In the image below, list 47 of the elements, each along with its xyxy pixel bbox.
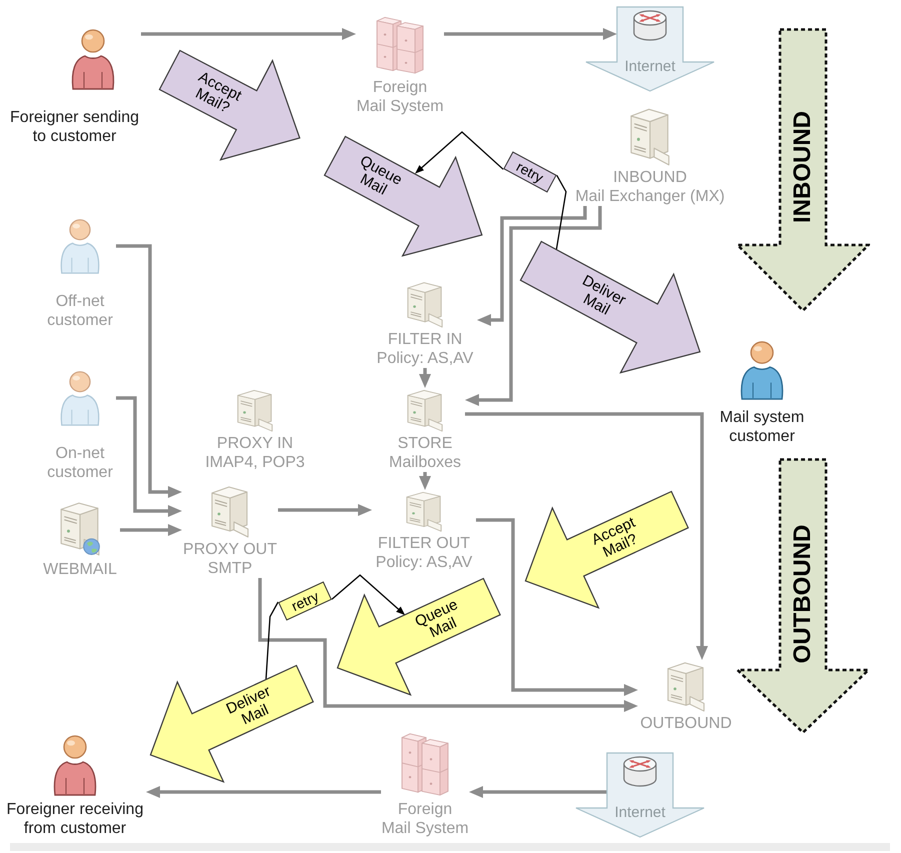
- node-label: Policy: AS,AV: [376, 349, 474, 368]
- node-label: Internet: [624, 58, 676, 76]
- arrow: [146, 786, 381, 798]
- node-label: Foreigner receiving from customer: [6, 800, 144, 838]
- tag-text: retry: [514, 158, 546, 186]
- arrow: [465, 412, 708, 660]
- arrow: [116, 396, 182, 517]
- node-label: On-net customer: [46, 444, 114, 482]
- node-label: OUTBOUND: [640, 714, 732, 733]
- arrow: [116, 244, 182, 498]
- arrow: [465, 206, 602, 406]
- node-label: Internet: [614, 804, 666, 822]
- arrow: [477, 206, 587, 326]
- node-label: Mailboxes: [388, 453, 462, 472]
- node-label: INBOUND: [613, 168, 687, 187]
- node-label: Foreign Mail System: [356, 78, 444, 116]
- node-label: FILTER OUT: [378, 534, 470, 553]
- node-label: WEBMAIL: [43, 560, 117, 579]
- tag-text: retry: [288, 587, 322, 614]
- node-label: PROXY OUT: [183, 540, 277, 559]
- arrow: [469, 786, 607, 798]
- node-label: STORE: [398, 434, 452, 453]
- arrow: [476, 518, 638, 696]
- arrow: [141, 28, 356, 40]
- step-label: Queue Mail: [411, 595, 462, 644]
- node-label: Foreign Mail System: [381, 800, 469, 838]
- direction-label: OUTBOUND: [789, 524, 817, 664]
- arrow: [278, 504, 372, 516]
- connector-line: [556, 174, 567, 250]
- arrow: [419, 368, 431, 388]
- node-label: PROXY IN: [216, 434, 294, 453]
- node-label: FILTER IN: [388, 330, 462, 349]
- node-label: Policy: AS,AV: [376, 553, 472, 572]
- node-label: Mail Exchanger (MX): [575, 187, 725, 206]
- node-label: SMTP: [208, 559, 252, 578]
- arrow: [415, 131, 504, 174]
- connector-line: [265, 602, 279, 680]
- arrow: [444, 28, 617, 40]
- arrow: [258, 578, 638, 712]
- node-label: Foreigner sending to customer: [9, 108, 140, 146]
- arrow: [120, 524, 182, 536]
- arrow: [331, 574, 406, 616]
- arrow: [419, 472, 431, 490]
- node-label: IMAP4, POP3: [205, 453, 305, 472]
- node-label: Off-net customer: [46, 292, 114, 330]
- node-label: Mail system customer: [718, 408, 806, 446]
- direction-label: INBOUND: [789, 110, 817, 222]
